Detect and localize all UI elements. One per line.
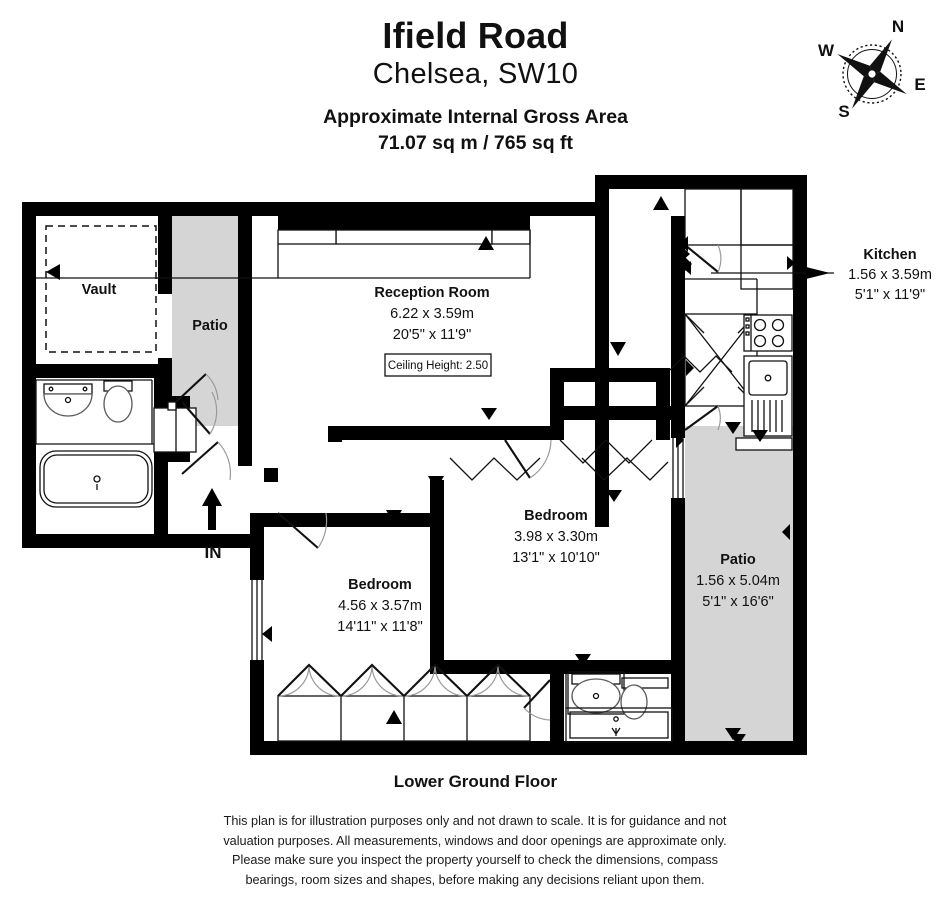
kitchen-fittings <box>684 188 794 451</box>
vault-label: Vault <box>82 282 117 298</box>
wall-vault-patio-upper <box>158 216 172 294</box>
compass-inner-ring <box>847 49 897 99</box>
page-subtitle: Chelsea, SW10 <box>372 58 579 91</box>
wall-patio-reception-low <box>238 426 252 466</box>
disclaimer-line-4: bearings, room sizes and shapes, before … <box>245 873 705 888</box>
bedroom-main-label: Bedroom <box>348 577 412 593</box>
door-bathroom-second <box>523 679 551 721</box>
wall-hall-bottom <box>564 406 684 420</box>
wall-vault-bottom <box>22 364 172 378</box>
wall-bath2-top <box>564 660 685 674</box>
window-bedroom-main-left <box>250 580 264 660</box>
entrance-in-label: IN <box>205 543 222 562</box>
floor-plan: .wall{fill:#000000;} .thin{fill:none;str… <box>0 168 951 768</box>
patio-left-label: Patio <box>192 318 228 334</box>
wall-right-outer-2 <box>793 175 807 755</box>
bedroom-main-wardrobes <box>277 663 531 742</box>
reception-room-metric: 6.22 x 3.59m <box>390 306 474 322</box>
compass-star <box>837 39 907 109</box>
wall-hall-top <box>550 368 670 382</box>
wall-patio-right-left-low <box>671 674 685 741</box>
door-bedroom-main <box>277 512 328 549</box>
area-label: Approximate Internal Gross Area <box>323 105 628 128</box>
vault-outline <box>45 225 157 353</box>
bedroom-second-label: Bedroom <box>524 508 588 524</box>
wall-patio-reception <box>238 216 252 426</box>
wall-bottom-outer-2 <box>250 741 807 755</box>
compass-label-west: W <box>818 41 835 60</box>
wall-kitchen-left-low <box>671 376 685 430</box>
compass-ring <box>842 44 902 104</box>
wall-bath2-top-left <box>444 660 564 674</box>
floor-label: Lower Ground Floor <box>393 772 558 791</box>
kitchen-imperial: 5'1" x 11'9" <box>855 287 925 303</box>
wall-top-riser-2 <box>595 175 609 217</box>
wall-bathroom-right <box>154 378 168 548</box>
wall-bath-bottom-2 <box>22 534 168 548</box>
bedroom-second-metric: 3.98 x 3.30m <box>514 529 598 545</box>
wall-top-right-2 <box>595 175 807 189</box>
bedroom-main-imperial: 14'11" x 11'8" <box>337 619 422 635</box>
wall-corner-stub <box>264 468 278 482</box>
bedroom-second-imperial: 13'1" x 10'10" <box>512 550 600 566</box>
header: Ifield Road Chelsea, SW10 Approximate In… <box>0 0 951 155</box>
wall-reception-bottom <box>328 426 564 440</box>
wall-entrance-stub-2 <box>168 450 190 462</box>
patio-right-label: Patio <box>720 552 756 568</box>
window-bedroom-second-patio <box>671 438 685 498</box>
bathroom-second-fixtures <box>565 671 673 743</box>
kitchen-metric: 1.56 x 3.59m <box>848 267 932 283</box>
kitchen-label: Kitchen <box>863 247 916 263</box>
disclaimer-line-2: valuation purposes. All measurements, wi… <box>223 833 727 848</box>
area-value: 71.07 sq m / 765 sq ft <box>377 132 574 155</box>
floor-plan-svg: .wall{fill:#000000;} .thin{fill:none;str… <box>22 175 932 755</box>
direction-markers <box>46 196 795 746</box>
ceiling-height-text: Ceiling Height: 2.50 <box>388 360 488 372</box>
patio-right-fill-top <box>685 426 793 741</box>
compass-label-south: S <box>838 102 849 121</box>
disclaimer: This plan is for illustration purposes o… <box>175 812 775 891</box>
bathroom-left-fixtures <box>35 379 154 508</box>
page-title: Ifield Road <box>382 15 569 56</box>
wall-kitchen-left <box>671 216 685 376</box>
wall-hall-left-stub <box>328 426 342 442</box>
compass-label-east: E <box>914 75 925 94</box>
wall-bedroom2-left-stub <box>430 480 444 520</box>
wall-hall-right <box>656 368 670 440</box>
wall-reception-right-stub <box>550 368 564 440</box>
reception-room-label: Reception Room <box>374 285 489 301</box>
wall-top-left-2 <box>22 202 595 216</box>
entrance-in-arrow[interactable]: IN <box>202 488 222 562</box>
wardrobe-chevrons <box>449 355 733 481</box>
reception-room-imperial: 20'5" x 11'9" <box>393 327 471 343</box>
kitchen-callout <box>711 267 834 279</box>
entrance-cupboard <box>153 401 197 453</box>
disclaimer-line-3: Please make sure you inspect the propert… <box>232 853 718 868</box>
wall-bedroom-divider <box>430 513 444 673</box>
ceiling-height-note: Ceiling Height: 2.50 <box>384 353 492 377</box>
wall-bath2-left-lower <box>550 674 564 741</box>
patio-right-imperial: 5'1" x 16'6" <box>702 594 773 610</box>
lobby-doors <box>175 373 232 481</box>
patio-right-metric: 1.56 x 5.04m <box>696 573 780 589</box>
wall-bedroom-main-top <box>264 513 444 527</box>
compass-rose: N E S W <box>812 12 940 130</box>
compass-label-north: N <box>892 17 904 36</box>
bedroom-main-metric: 4.56 x 3.57m <box>338 598 422 614</box>
bay-window-reception <box>277 216 531 279</box>
disclaimer-line-1: This plan is for illustration purposes o… <box>223 814 727 828</box>
